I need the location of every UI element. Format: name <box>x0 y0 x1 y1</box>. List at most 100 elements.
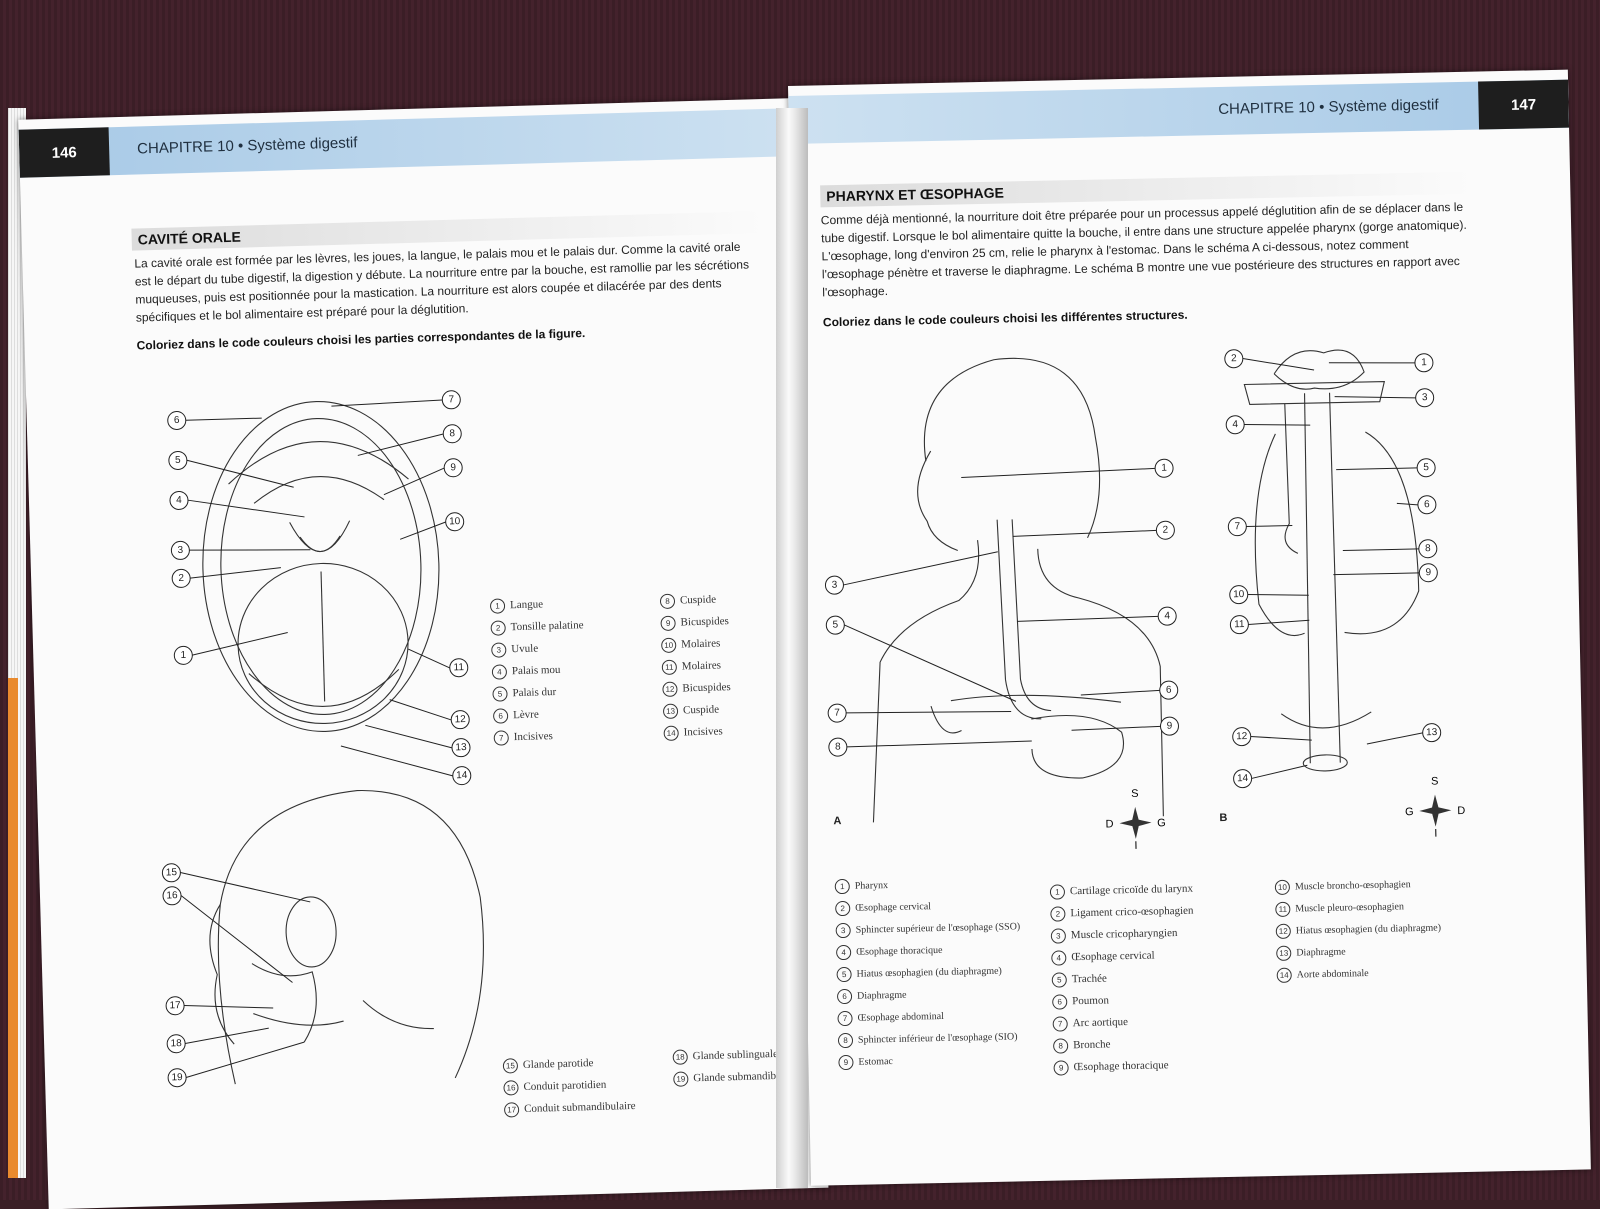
callout-a-9: 9 <box>1071 716 1179 736</box>
svg-text:15: 15 <box>166 867 178 878</box>
callout-a-3: 3 <box>824 551 998 595</box>
callout-b-7: 7 <box>1227 517 1293 537</box>
svg-text:17: 17 <box>169 1000 181 1011</box>
diagram-b-callouts: 1 2 3 4 5 6 7 8 9 10 11 12 13 14 <box>1224 349 1442 789</box>
book-spine <box>776 108 808 1188</box>
compass-label-right: G <box>1157 817 1166 829</box>
compass-b: S I G D <box>1405 776 1466 840</box>
callout-a-8: 8 <box>828 737 1032 757</box>
glands-callouts: 15 16 17 18 19 <box>161 863 311 1088</box>
callout-7: 7 <box>331 390 461 410</box>
svg-text:6: 6 <box>1166 685 1172 696</box>
callout-18: 18 <box>166 1027 269 1054</box>
callout-b-12: 12 <box>1232 727 1312 747</box>
callout-b-3: 3 <box>1334 388 1435 408</box>
callout-5: 5 <box>168 450 294 488</box>
svg-text:10: 10 <box>449 516 461 527</box>
callout-10: 10 <box>399 512 465 540</box>
callout-19: 19 <box>167 1041 305 1088</box>
callout-b-8: 8 <box>1342 539 1438 559</box>
svg-text:4: 4 <box>176 495 182 506</box>
svg-text:18: 18 <box>170 1038 182 1049</box>
compass-label-left: G <box>1405 806 1414 818</box>
svg-text:6: 6 <box>1424 499 1430 510</box>
svg-text:7: 7 <box>834 708 840 719</box>
svg-text:1: 1 <box>1421 357 1427 368</box>
callout-a-7: 7 <box>827 703 1012 723</box>
compass-label-s: S <box>1131 788 1139 800</box>
svg-text:10: 10 <box>1233 589 1245 600</box>
callout-3: 3 <box>170 540 311 560</box>
compass-label-s: S <box>1431 776 1439 788</box>
callout-b-9: 9 <box>1333 563 1438 583</box>
svg-text:12: 12 <box>455 714 467 725</box>
callout-b-10: 10 <box>1229 585 1309 605</box>
callout-b-4: 4 <box>1225 415 1311 435</box>
callout-2: 2 <box>171 567 281 588</box>
diagram-a-callouts: 1 2 3 4 5 6 7 8 9 <box>824 458 1179 757</box>
svg-text:1: 1 <box>180 650 186 661</box>
svg-text:13: 13 <box>1426 727 1438 738</box>
svg-text:6: 6 <box>174 415 180 426</box>
svg-text:3: 3 <box>832 580 838 591</box>
book-cover-edge <box>8 678 18 1178</box>
callout-a-2: 2 <box>1012 520 1175 540</box>
esophagus-posterior-diagram-b <box>1243 349 1420 772</box>
svg-text:2: 2 <box>1231 353 1237 364</box>
compass-a: S I D G <box>1105 788 1166 852</box>
svg-text:8: 8 <box>449 428 455 439</box>
pharynx-esophagus-diagram-a <box>872 357 1164 823</box>
compass-label-right: D <box>1457 805 1465 817</box>
callout-14: 14 <box>340 745 472 786</box>
compass-label-left: D <box>1105 818 1113 830</box>
svg-text:4: 4 <box>1164 611 1170 622</box>
svg-text:8: 8 <box>1425 543 1431 554</box>
compass-label-i: I <box>1434 828 1437 840</box>
callout-12: 12 <box>389 699 470 730</box>
svg-text:7: 7 <box>1234 521 1240 532</box>
svg-text:1: 1 <box>1161 463 1167 474</box>
callout-a-1: 1 <box>961 458 1174 478</box>
callout-1: 1 <box>173 631 288 665</box>
callout-8: 8 <box>357 424 462 456</box>
svg-text:5: 5 <box>175 455 181 466</box>
callout-15: 15 <box>161 863 311 903</box>
svg-text:3: 3 <box>1422 392 1428 403</box>
svg-text:9: 9 <box>1425 567 1431 578</box>
svg-text:5: 5 <box>1423 462 1429 473</box>
callout-a-5: 5 <box>825 615 1017 702</box>
svg-text:12: 12 <box>1236 731 1248 742</box>
left-page: 146 CHAPITRE 10 • Système digestif CAVIT… <box>18 98 829 1209</box>
right-page: 147 CHAPITRE 10 • Système digestif PHARY… <box>788 69 1591 1186</box>
svg-text:8: 8 <box>835 742 841 753</box>
compass-label-i: I <box>1134 840 1137 852</box>
callout-b-13: 13 <box>1366 723 1442 745</box>
compass-rose-icon <box>1119 806 1152 839</box>
svg-text:11: 11 <box>1234 619 1245 630</box>
oral-cavity-diagram <box>202 400 440 733</box>
compass-rose-icon <box>1419 794 1452 827</box>
salivary-glands-diagram <box>209 790 484 1085</box>
svg-text:14: 14 <box>1237 773 1249 784</box>
svg-text:11: 11 <box>453 662 464 673</box>
svg-text:7: 7 <box>448 394 454 405</box>
svg-text:16: 16 <box>166 890 178 901</box>
callout-a-4: 4 <box>1017 606 1177 626</box>
callout-b-1: 1 <box>1328 353 1434 373</box>
callout-9: 9 <box>383 458 463 496</box>
svg-text:3: 3 <box>177 545 183 556</box>
svg-text:9: 9 <box>450 462 456 473</box>
svg-text:2: 2 <box>1162 525 1168 536</box>
callout-a-6: 6 <box>1080 680 1179 700</box>
callout-17: 17 <box>165 996 274 1016</box>
callout-b-5: 5 <box>1336 458 1436 478</box>
callout-4: 4 <box>169 490 305 518</box>
callout-11: 11 <box>408 648 469 678</box>
callout-b-11: 11 <box>1229 615 1310 635</box>
